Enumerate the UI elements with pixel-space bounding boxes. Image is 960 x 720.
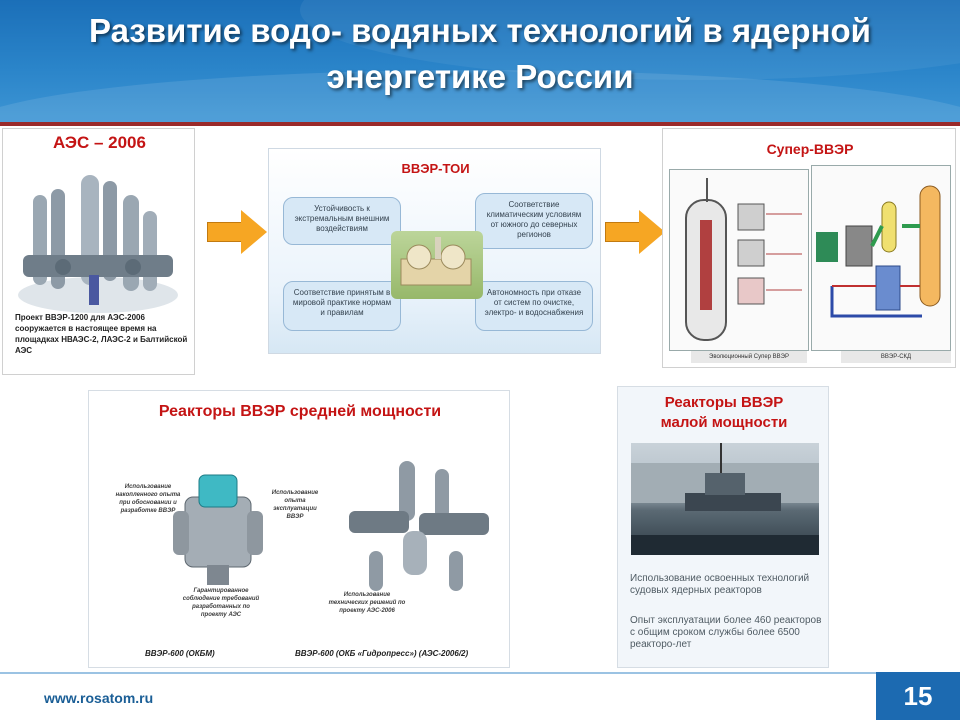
vver-600-okbm-illustration xyxy=(173,474,263,585)
panel-aes-2006-title: АЭС – 2006 xyxy=(53,133,146,152)
panel-super-vver: Супер-ВВЭР Эволюционный Супер ВВЭ xyxy=(662,128,956,368)
feature-box: Соответствие принятым в мировой практике… xyxy=(283,281,401,331)
small-power-text-2: Опыт эксплуатации более 460 реакторов с … xyxy=(630,615,822,650)
feature-box: Автономность при отказе от систем по очи… xyxy=(475,281,593,331)
reactor-vessel-diagram xyxy=(669,169,809,351)
feature-box: Соответствие климатическим условиям от ю… xyxy=(475,193,593,249)
small-power-text-1: Использование освоенных технологий судов… xyxy=(630,573,810,596)
slide-title-line1: Развитие водо- водяных технологий в ядер… xyxy=(89,12,871,49)
panel-aes-2006: АЭС – 2006 Проект ВВЭР-1200 для АЭС-2006… xyxy=(2,128,195,375)
slide-header: Развитие водо- водяных технологий в ядер… xyxy=(0,0,960,122)
panel-small-power-title-line2: малой мощности xyxy=(660,414,788,431)
reactor-building-illustration xyxy=(18,175,178,313)
note: Использование накопленного опыта при обо… xyxy=(115,484,181,514)
panel-small-power: Реакторы ВВЭР малой мощности Использован… xyxy=(617,386,829,668)
feature-box: Устойчивость к экстремальным внешним воз… xyxy=(283,197,401,245)
slide-title-line2: энергетике России xyxy=(326,58,634,95)
header-divider xyxy=(0,122,960,126)
panel-small-power-title: Реакторы ВВЭР малой мощности xyxy=(618,393,830,433)
panel-small-power-title-line1: Реакторы ВВЭР xyxy=(664,394,784,411)
scwr-cycle-diagram xyxy=(811,165,951,351)
caption-right: ВВЭР-СКД xyxy=(841,351,951,363)
caption-left: Эволюционный Супер ВВЭР xyxy=(691,351,807,363)
panel-medium-power-title: Реакторы ВВЭР средней мощности xyxy=(158,403,442,420)
label-vver-600-hydropress: ВВЭР-600 (ОКБ «Гидропресс») (АЭС-2006/2) xyxy=(295,649,469,658)
note: Гарантированное соблюдение требований ра… xyxy=(182,588,260,618)
plant-model-illustration xyxy=(391,231,483,299)
panel-super-vver-title: Супер-ВВЭР xyxy=(766,141,854,157)
footer-divider xyxy=(0,672,960,674)
note: Использование технических решений по про… xyxy=(328,592,406,614)
slide-title: Развитие водо- водяных технологий в ядер… xyxy=(30,8,930,100)
note: Использование опыта эксплуатации ВВЭР xyxy=(271,490,319,520)
panel-vver-toi: ВВЭР-ТОИ Устойчивость к экстремальным вн… xyxy=(268,148,601,354)
arrow-right-icon xyxy=(207,210,267,254)
label-vver-600-okbm: ВВЭР-600 (ОКБМ) xyxy=(145,649,215,658)
vver-600-hydropress-illustration xyxy=(349,461,489,591)
page-number: 15 xyxy=(876,672,960,720)
arrow-right-icon xyxy=(605,210,665,254)
panel-vver-toi-title: ВВЭР-ТОИ xyxy=(401,161,470,176)
panel-medium-power: Реакторы ВВЭР средней мощности Использов… xyxy=(88,390,510,668)
floating-plant-photo xyxy=(631,443,819,555)
panel-aes-2006-caption: Проект ВВЭР-1200 для АЭС-2006 сооружаетс… xyxy=(15,313,188,355)
footer-url-link[interactable]: www.rosatom.ru xyxy=(44,690,154,706)
